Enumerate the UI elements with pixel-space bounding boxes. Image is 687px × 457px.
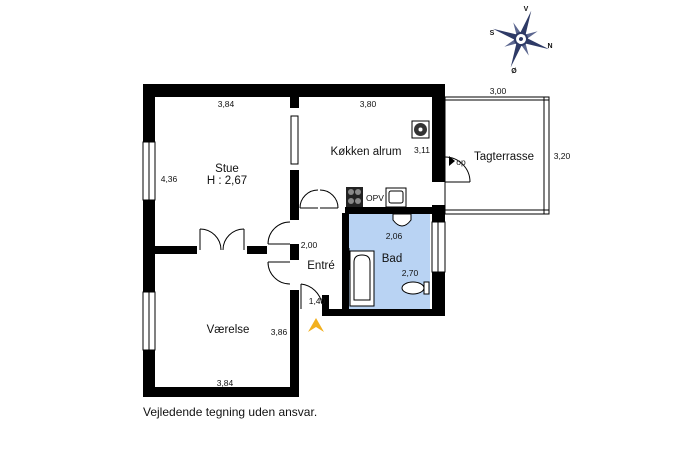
entrance-arrow	[308, 318, 324, 332]
room-label-tagterrasse: Tagterrasse	[474, 151, 534, 163]
room-label-bad: Bad	[382, 253, 402, 265]
dim-bad-top: 2,06	[386, 231, 403, 241]
terrace-outline	[444, 96, 550, 215]
compass-north-label: N	[547, 43, 552, 50]
compass-rose	[492, 10, 550, 68]
opv-label: OPV	[366, 193, 384, 203]
room-height-stue: H : 2,67	[207, 175, 247, 187]
compass-west-label: V	[524, 6, 529, 13]
dim-entry-depth: 1,40	[309, 296, 326, 306]
dim-bad-right: 2,70	[402, 268, 419, 278]
doors	[199, 156, 471, 309]
dim-stue-top: 3,84	[218, 99, 235, 109]
disclaimer-text: Vejledende tegning uden ansvar.	[143, 405, 318, 419]
toilet	[401, 281, 430, 295]
room-label-stue: Stue	[215, 163, 239, 175]
dim-vaerelse-bottom: 3,84	[217, 378, 234, 388]
dim-vaerelse-right: 3,86	[271, 327, 288, 337]
compass-south-label: S	[490, 30, 495, 37]
ventilation-fan	[411, 120, 430, 139]
op-label: op	[456, 157, 466, 167]
dim-terrace-right: 3,20	[554, 151, 571, 161]
dim-terrace-top: 3,00	[490, 86, 507, 96]
dim-kokken-top: 3,80	[360, 99, 377, 109]
bath-sink	[392, 213, 412, 227]
dim-kokken-right: 3,11	[414, 145, 430, 155]
compass-east-label: Ø	[511, 68, 517, 75]
stove	[346, 187, 363, 207]
kitchen-sink	[385, 187, 407, 208]
stair-up-marker	[449, 156, 455, 166]
room-label-vaerelse: Værelse	[207, 324, 250, 336]
room-label-kokken: Køkken alrum	[331, 146, 402, 158]
dim-stue-left: 4,36	[161, 174, 178, 184]
windows	[142, 115, 446, 351]
bathtub	[349, 250, 375, 307]
room-label-entre: Entré	[307, 260, 335, 272]
dim-entre-width: 2,00	[301, 240, 318, 250]
